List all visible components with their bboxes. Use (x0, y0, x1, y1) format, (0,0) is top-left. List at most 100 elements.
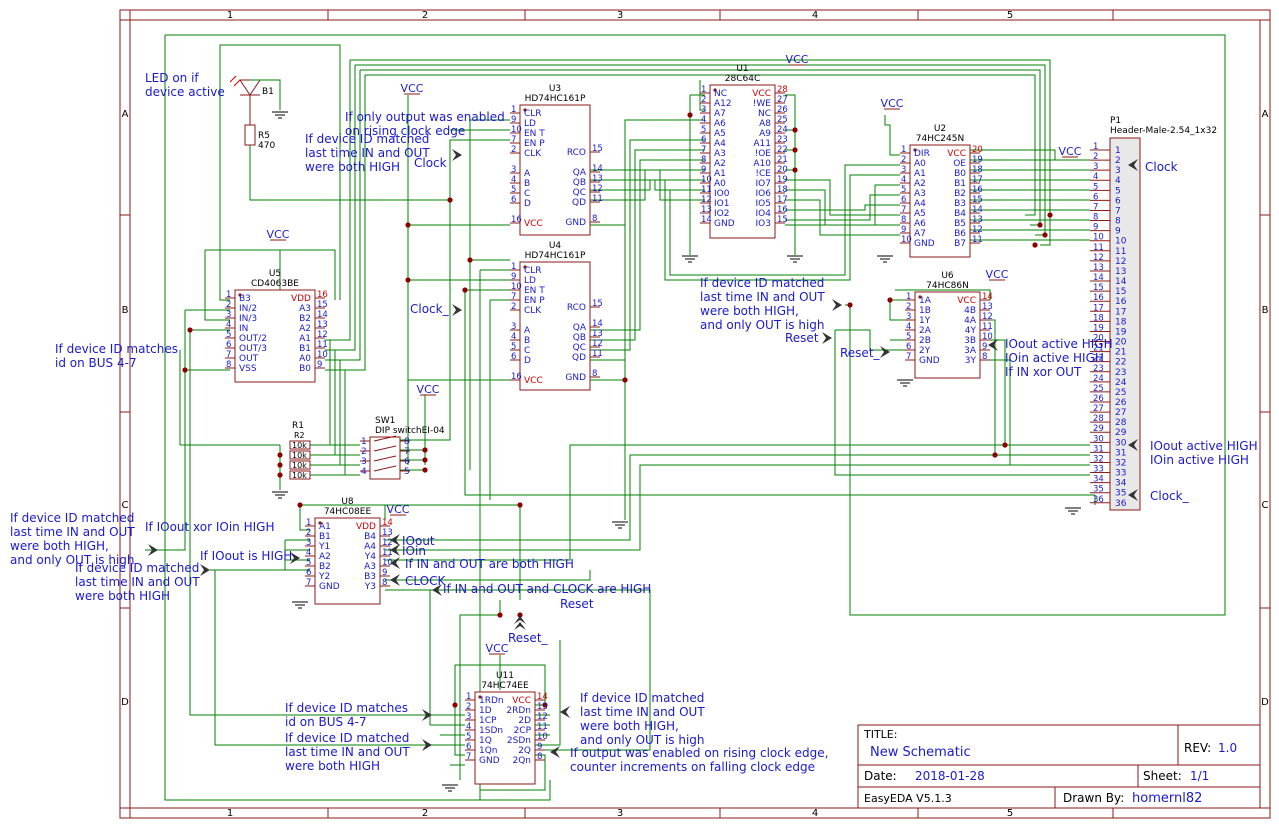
chip-ref: U1 (736, 64, 748, 74)
pin-number: 7 (466, 752, 471, 762)
pin-name: 4Y (965, 326, 977, 336)
header-pin-num: 12 (1093, 253, 1104, 263)
pin-name: OUT (239, 354, 259, 364)
pin-number: 2 (511, 302, 516, 312)
pin-name: B (524, 179, 530, 189)
grid-col-top: 2 (422, 10, 428, 21)
header-pin-num: 27 (1093, 404, 1104, 414)
junction-dot (422, 447, 428, 453)
pin-number: 1 (906, 292, 911, 302)
pin-name: 1RDn (479, 696, 504, 706)
u8-reset-flag (514, 616, 526, 624)
header-pin-num: 21 (1093, 344, 1104, 354)
u11-clock-note: If output was enabled on rising clock ed… (570, 746, 828, 760)
pin-name: A2 (714, 159, 726, 169)
pin-number: 20 (777, 165, 788, 175)
pin-number: 2 (226, 300, 231, 310)
pin-name: 1D (479, 706, 492, 716)
header-pin-name: 36 (1115, 499, 1127, 509)
junction-dot (452, 702, 458, 708)
mid-flag (832, 299, 842, 311)
header-pin-num: 19 (1093, 323, 1104, 333)
pin-number: 25 (777, 115, 788, 125)
switch-pin-num: 1 (361, 437, 367, 447)
pin-number: 10 (537, 732, 548, 742)
pin-number: 14 (701, 215, 712, 225)
pin-number: 13 (701, 205, 712, 215)
pin-number: 12 (972, 225, 983, 235)
grid-row-right: A (1262, 109, 1269, 120)
header-pin-name: 35 (1115, 489, 1126, 499)
junction-dot (622, 377, 628, 383)
pin-name: LD (524, 119, 536, 129)
junction-dot (405, 277, 411, 283)
grid-row-left: B (122, 305, 129, 316)
chip-part: 74HC74EE (481, 681, 529, 691)
pin-name: VDD (356, 522, 376, 532)
chip-body (909, 144, 971, 258)
reset-flag (822, 332, 832, 344)
grid-col-top: 1 (227, 10, 233, 21)
pin-name: VCC (524, 219, 543, 229)
tool-name: EasyEDA V5.1.3 (864, 792, 952, 805)
pin-number: 3 (466, 712, 471, 722)
pin-number: 8 (537, 752, 542, 762)
header-pin-name: 21 (1115, 348, 1126, 358)
pin-number: 2 (701, 95, 706, 105)
pin-name: B1 (954, 179, 966, 189)
pin-name: 1B (919, 306, 931, 316)
pin-number: 4 (906, 322, 911, 332)
pin-name: IN/2 (239, 304, 257, 314)
switch-pin-num: 2 (361, 447, 367, 457)
junction-dot (1047, 212, 1053, 218)
pin-number: 6 (901, 195, 906, 205)
pin-number: 8 (592, 369, 597, 379)
ioout-high-flag (290, 552, 300, 564)
led-note: LED on if (145, 71, 199, 85)
junction-dot (462, 287, 468, 293)
pin-name: A1 (299, 334, 311, 344)
u5-id-note: If device ID matches (55, 342, 178, 356)
led-b1: B1 (229, 75, 281, 110)
pin-name: 2D (518, 716, 531, 726)
u11-right-note: If device ID matched (580, 691, 704, 705)
pin-number: 13 (982, 302, 993, 312)
pin-name: 1Q (479, 736, 492, 746)
pin-number: 14 (317, 310, 328, 320)
vcc-label: VCC (267, 228, 290, 241)
switch-pin-num: 3 (361, 457, 367, 467)
pin-name: Y3 (364, 582, 376, 592)
header-pin-name: 24 (1115, 378, 1127, 388)
vcc-symbol: VCC (786, 53, 809, 66)
header-pin-name: 28 (1115, 418, 1127, 428)
pin-number: 4 (901, 175, 906, 185)
pin-name: 2CP (514, 726, 532, 736)
pin-number: 11 (382, 548, 393, 558)
pin-number: 3 (226, 310, 231, 320)
pin-number: 1 (466, 692, 471, 702)
junction-dot (187, 327, 193, 333)
pin-name: QA (573, 168, 587, 178)
chip-ref: U5 (269, 269, 281, 279)
pin1-dot (238, 293, 242, 297)
pin-number: 1 (511, 262, 516, 272)
chip-part: HD74HC161P (525, 251, 586, 261)
ioout-high-note: If IOout is HIGH (200, 549, 292, 563)
header-pin-num: 34 (1093, 475, 1104, 485)
pin-name: A3 (714, 149, 726, 159)
pin-number: 7 (906, 352, 911, 362)
u8-inout-note: If IN and OUT are both HIGH (405, 557, 574, 571)
header-pin-name: 11 (1115, 247, 1126, 257)
led-wire (250, 79, 281, 110)
resistor-ref: R5 (258, 131, 270, 141)
ground-symbol (612, 521, 628, 529)
header-pin-name: 13 (1115, 267, 1126, 277)
header-pin-num: 24 (1093, 374, 1104, 384)
pin-name: QB (573, 333, 586, 343)
vcc-label: VCC (387, 503, 410, 516)
